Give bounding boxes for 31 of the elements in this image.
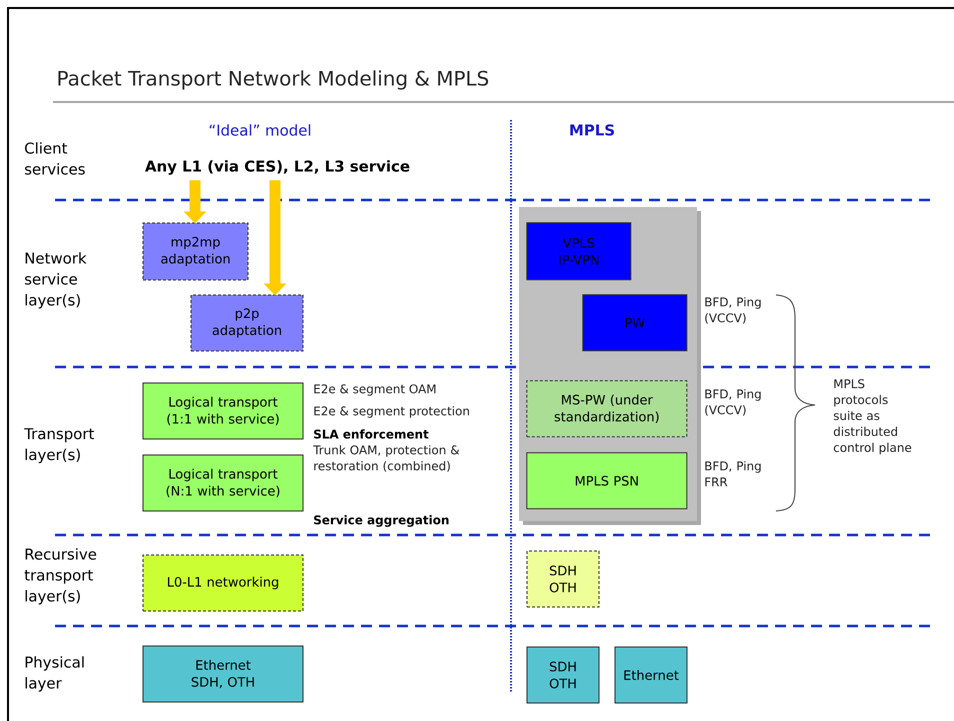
physical-box: SDH OTH xyxy=(526,646,600,704)
service-text: Any L1 (via CES), L2, L3 service xyxy=(145,160,410,175)
note-text: BFD, Ping (VCCV) xyxy=(705,297,761,324)
layer-label: Client services xyxy=(25,142,85,175)
transport-box: Logical transport (1:1 with service) xyxy=(142,382,304,440)
column-heading: “Ideal” model xyxy=(210,124,310,136)
note-text: BFD, Ping (VCCV) xyxy=(705,389,761,416)
service-box: VPLS IP-VPN xyxy=(526,222,632,280)
adaptation-box: mp2mp adaptation xyxy=(142,222,248,280)
note-text: Service aggregation xyxy=(314,515,448,527)
transport-box: MPLS PSN xyxy=(526,452,688,510)
note-text: SLA enforcement xyxy=(314,429,428,439)
note-text: BFD, Ping FRR xyxy=(705,461,761,486)
layer-label: Network service layer(s) xyxy=(25,252,87,308)
note-text: E2e & segment protection xyxy=(314,406,469,418)
physical-box: Ethernet SDH, OTH xyxy=(142,646,304,702)
note-text: MPLS protocols suite as distributed control plane xyxy=(834,379,912,454)
layer-label: Transport layer(s) xyxy=(24,428,94,464)
physical-box: Ethernet xyxy=(614,646,688,704)
transport-box: L0-L1 networking xyxy=(142,554,304,612)
layer-label: Physical layer xyxy=(26,656,84,692)
layer-label: Recursive transport layer(s) xyxy=(24,548,96,604)
service-box: PW xyxy=(582,294,688,352)
note-text: Trunk OAM, protection & restoration (combined) xyxy=(313,445,460,472)
title: Packet Transport Network Modeling & MPLS xyxy=(58,70,488,90)
adaptation-box: p2p adaptation xyxy=(190,294,304,352)
transport-box: SDH OTH xyxy=(526,550,600,608)
column-heading: MPLS xyxy=(570,124,614,136)
note-text: E2e & segment OAM xyxy=(314,384,436,396)
transport-box: MS-PW (under standardization) xyxy=(526,380,688,438)
transport-box: Logical transport (N:1 with service) xyxy=(142,454,304,512)
